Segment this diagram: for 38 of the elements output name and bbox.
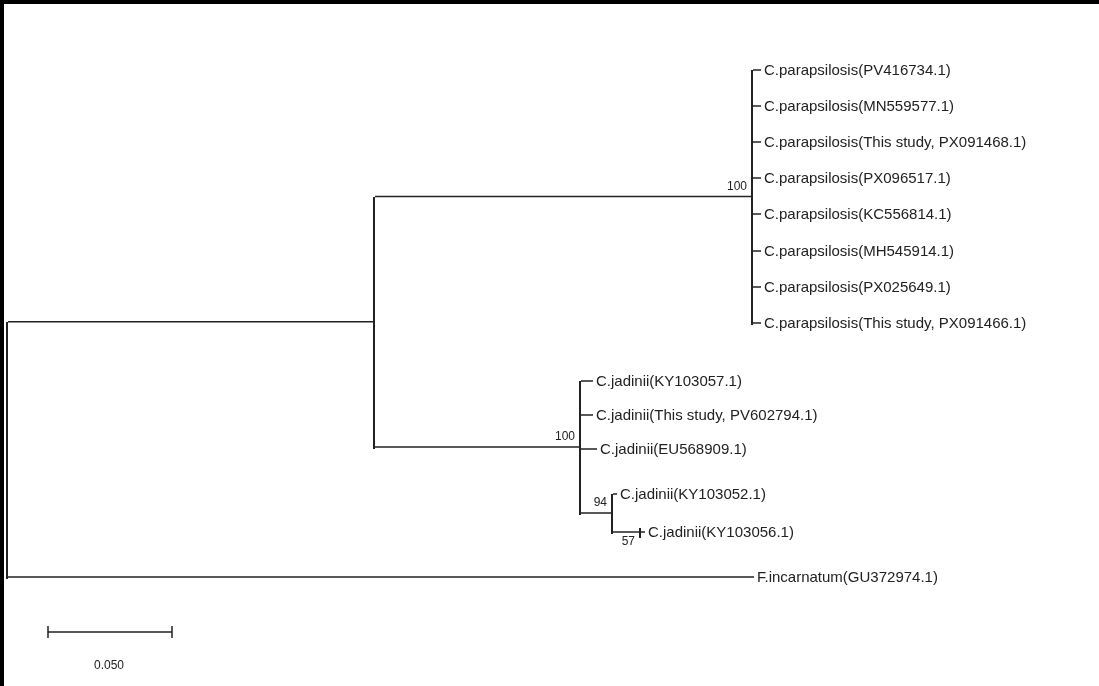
tree-branch: [7, 321, 374, 323]
taxon-label: C.jadinii(KY103056.1): [648, 523, 794, 541]
tree-branch: [752, 250, 762, 252]
tree-branch: [580, 380, 594, 382]
tree-branch: [580, 448, 598, 450]
tree-branch: [752, 213, 762, 215]
taxon-label: C.parapsilosis(PX025649.1): [764, 278, 951, 296]
tree-branch: [752, 141, 762, 143]
bootstrap-value: 57: [621, 534, 635, 548]
taxon-label: C.parapsilosis(This study, PX091466.1): [764, 314, 1027, 332]
tree-branch: [752, 69, 762, 71]
taxon-label: C.parapsilosis(PV416734.1): [764, 61, 951, 79]
tree-branch: [612, 493, 618, 495]
taxon-label: C.parapsilosis(MH545914.1): [764, 242, 955, 260]
bootstrap-value: 100: [726, 178, 747, 193]
taxon-label: C.parapsilosis(KC556814.1): [764, 205, 952, 223]
taxon-label: C.parapsilosis(MN559577.1): [764, 97, 955, 115]
taxon-label: C.jadinii(KY103052.1): [620, 485, 766, 503]
bootstrap-value: 94: [593, 495, 607, 509]
tree-branch: [752, 105, 762, 107]
taxon-label: C.parapsilosis(PX096517.1): [764, 169, 951, 187]
tree-branch: [580, 512, 612, 514]
tree-branch: [374, 446, 580, 448]
tree-branch: [612, 531, 640, 533]
taxon-label: C.parapsilosis(This study, PX091468.1): [764, 133, 1027, 151]
taxon-label: C.jadinii(This study, PV602794.1): [596, 406, 818, 424]
tree-branch: [640, 531, 646, 533]
scale-value: 0.050: [94, 658, 125, 672]
tree-branch: [752, 177, 762, 179]
tree-branch: [7, 576, 755, 578]
tree-branch: [374, 195, 752, 198]
bootstrap-value: 100: [554, 429, 575, 443]
tree-branch: [752, 322, 762, 324]
taxon-label: C.jadinii(EU568909.1): [600, 440, 747, 458]
taxon-label: F.incarnatum(GU372974.1): [757, 568, 938, 586]
tree-branch: [580, 414, 594, 416]
tree-branch: [752, 286, 762, 288]
taxon-label: C.jadinii(KY103057.1): [596, 372, 742, 390]
